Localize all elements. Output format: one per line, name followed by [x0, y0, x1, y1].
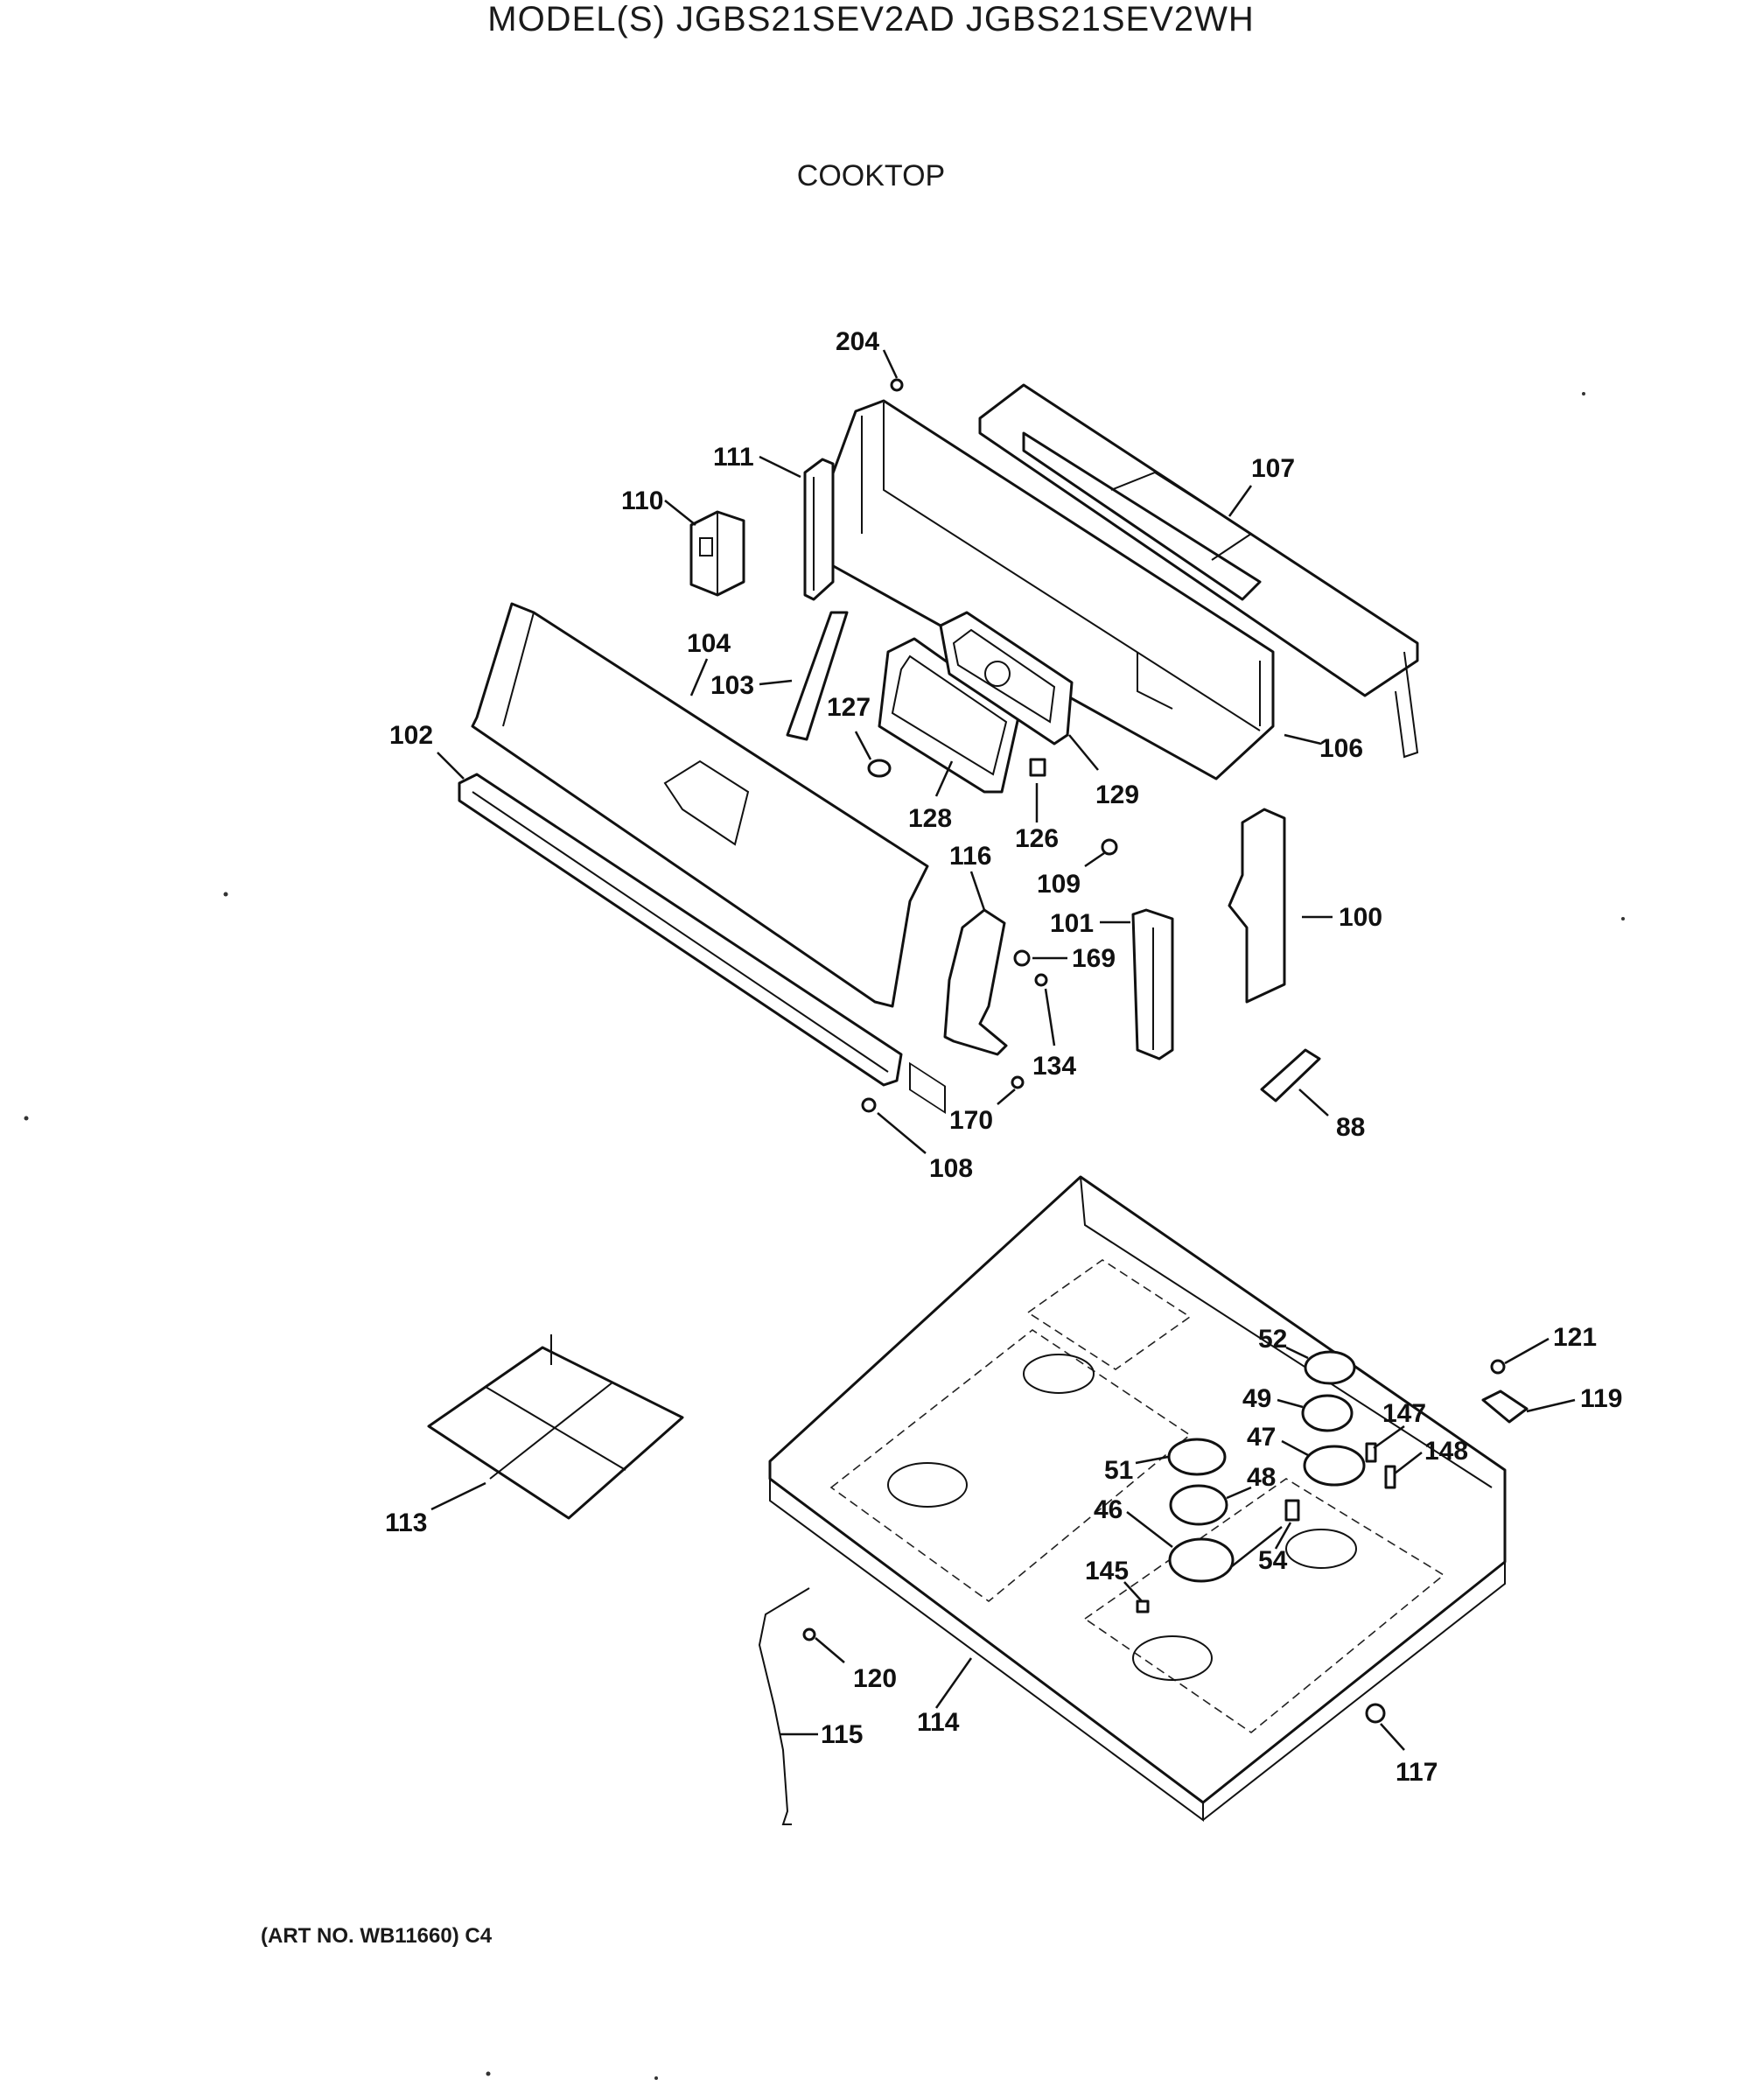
clock-window-128: [878, 637, 1021, 794]
cooktop-114: [768, 1175, 1507, 1822]
burner-head-47: [1303, 1445, 1366, 1487]
label-51: 51: [1104, 1456, 1133, 1485]
label-128: 128: [908, 804, 952, 833]
section-title: COOKTOP: [796, 159, 946, 192]
label-111: 111: [713, 443, 754, 472]
screw-120: [802, 1628, 816, 1642]
art-number: (ART NO. WB11660) C4: [261, 1924, 493, 1948]
label-48: 48: [1247, 1463, 1276, 1492]
trim-102: [458, 773, 903, 1087]
bracket-119: [1481, 1390, 1529, 1424]
switch-126: [1029, 758, 1046, 777]
bumper-117: [1365, 1703, 1386, 1724]
label-88: 88: [1336, 1113, 1365, 1142]
label-145: 145: [1085, 1557, 1129, 1586]
spring-147: [1365, 1442, 1377, 1463]
bracket-111: [803, 458, 835, 601]
relay-110: [689, 510, 745, 597]
clip-121: [1490, 1359, 1506, 1375]
clock-129: [939, 611, 1074, 746]
screw-134: [1034, 973, 1048, 987]
label-119: 119: [1580, 1384, 1622, 1413]
label-113: 113: [385, 1508, 427, 1537]
label-148: 148: [1424, 1437, 1468, 1466]
label-104: 104: [687, 629, 731, 658]
part-labels: 204 111 110 107 104 103 127 102 128 129 …: [385, 327, 1622, 1787]
label-46: 46: [1094, 1495, 1123, 1524]
bracket-88: [1260, 1048, 1321, 1102]
label-101: 101: [1050, 909, 1094, 938]
label-103: 103: [710, 671, 754, 700]
label-169: 169: [1072, 944, 1116, 973]
label-117: 117: [1396, 1758, 1438, 1787]
knob-127: [867, 759, 892, 778]
label-52: 52: [1258, 1325, 1287, 1354]
label-115: 115: [821, 1720, 863, 1749]
label-134: 134: [1032, 1052, 1076, 1081]
label-107: 107: [1251, 454, 1295, 483]
model-title: MODEL(S) JGBS21SEV2AD JGBS21SEV2WH: [487, 0, 1255, 38]
label-204: 204: [836, 327, 879, 356]
rod-115: [758, 1587, 810, 1825]
label-127: 127: [827, 693, 871, 722]
electrode-54: [1284, 1499, 1300, 1522]
label-109: 109: [1037, 870, 1081, 899]
bracket-101: [1131, 908, 1174, 1060]
burner-cap-52: [1304, 1350, 1356, 1385]
screw-109: [1101, 838, 1118, 856]
electrode-145: [1136, 1600, 1150, 1614]
control-panel-104: [471, 602, 929, 1008]
label-170: 170: [949, 1106, 993, 1135]
screw-204: [890, 378, 904, 392]
leader-lines: [430, 349, 1576, 1751]
label-106: 106: [1319, 734, 1363, 763]
end-cap-116: [943, 908, 1008, 1056]
washer-169: [1013, 949, 1031, 967]
label-100: 100: [1339, 903, 1382, 932]
burner-cap-48: [1169, 1484, 1228, 1526]
label-120: 120: [853, 1664, 897, 1693]
rear-panel-107: [978, 383, 1419, 759]
burner-cap-49: [1301, 1394, 1354, 1432]
label-121: 121: [1553, 1323, 1597, 1352]
label-108: 108: [929, 1154, 973, 1183]
scan-specks: [24, 392, 1625, 2080]
screw-108: [861, 1097, 877, 1113]
spring-148: [1384, 1465, 1396, 1489]
label-129: 129: [1095, 780, 1139, 809]
bracket-103: [786, 611, 849, 741]
label-47: 47: [1247, 1423, 1276, 1452]
label-110: 110: [621, 486, 663, 515]
side-trim-100: [1228, 808, 1286, 1004]
label-49: 49: [1242, 1384, 1271, 1413]
label-54: 54: [1258, 1546, 1288, 1575]
burner-cap-51: [1167, 1438, 1227, 1476]
grate-113: [427, 1334, 684, 1520]
label-126: 126: [1015, 824, 1059, 853]
label-102: 102: [389, 721, 433, 750]
label-114: 114: [917, 1708, 960, 1737]
screw-170: [1011, 1075, 1025, 1089]
label-116: 116: [949, 842, 991, 871]
label-147: 147: [1382, 1399, 1426, 1428]
burner-head-46: [1168, 1537, 1235, 1583]
